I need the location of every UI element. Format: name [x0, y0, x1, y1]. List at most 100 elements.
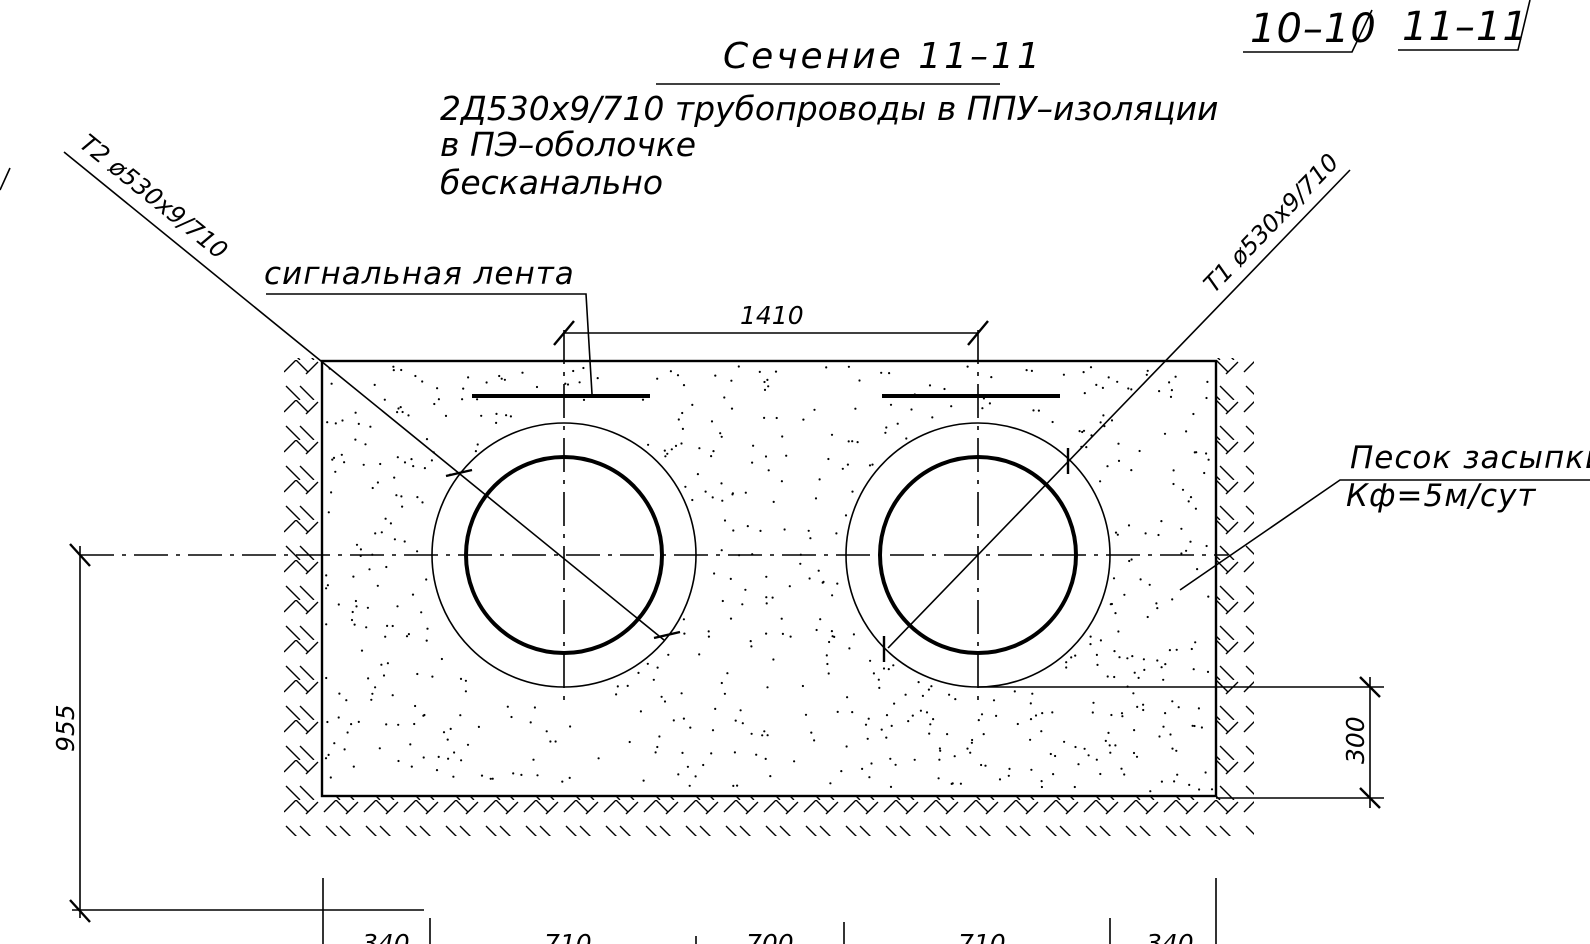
dim-depth-value: 955 [51, 704, 80, 752]
sand-dot [984, 764, 987, 767]
sand-dot [495, 412, 498, 415]
sand-dot [426, 627, 429, 630]
sand-dot [407, 633, 410, 636]
dimension-pipe-spacing: 1410 [553, 301, 989, 346]
sand-dot [714, 374, 717, 377]
sand-dot [1144, 532, 1147, 535]
sand-dot [1130, 558, 1133, 561]
sand-dot [677, 418, 680, 421]
sand-dot [1145, 373, 1148, 376]
sand-dot [491, 777, 494, 780]
sand-dot [626, 684, 629, 688]
sand-dot [851, 711, 854, 714]
sand-dot [763, 416, 766, 419]
sand-dot [1116, 380, 1119, 383]
sand-dot [1155, 602, 1158, 605]
sand-dot [885, 426, 888, 429]
sand-dot [1082, 429, 1086, 432]
sand-dot [1148, 583, 1151, 586]
sand-dot [825, 654, 828, 657]
sand-dot [1172, 482, 1175, 486]
sand-dot [400, 368, 403, 372]
sand-dot [503, 378, 506, 381]
dim-spacing-tick-right [967, 320, 989, 346]
sand-dot [1117, 442, 1120, 445]
sand-dot [721, 499, 724, 502]
sand-dot [425, 639, 428, 642]
sand-dot [1128, 559, 1131, 563]
sand-dot [1164, 712, 1167, 715]
sand-dot [1146, 369, 1149, 372]
sand-dot [896, 422, 899, 425]
sand-leader: Песок засыпки Кф=5м/сут [1179, 440, 1590, 591]
sand-dot [929, 723, 932, 726]
sand-dot [360, 649, 364, 652]
sand-dot [549, 740, 552, 743]
sand-dot [815, 628, 818, 632]
sand-dot [781, 435, 784, 438]
sand-dot [460, 759, 463, 762]
sand-dot [1070, 656, 1073, 659]
sand-label-line-1: Песок засыпки [1350, 440, 1590, 476]
pipe-right-label: Т1 ø530х9/710 [1198, 148, 1344, 298]
sand-dot [345, 699, 348, 702]
sand-dot [681, 751, 684, 755]
sand-dot [1112, 577, 1116, 580]
sand-dot [744, 491, 747, 494]
sand-dot [880, 728, 883, 731]
sand-dot [765, 632, 768, 635]
sand-dot [953, 755, 956, 758]
sand-dot [396, 456, 399, 459]
sand-dot [413, 722, 416, 726]
sand-dot [453, 751, 456, 754]
sand-dot [1170, 389, 1173, 392]
sand-dot [720, 482, 723, 485]
sand-dot [674, 444, 678, 447]
sand-dot [399, 406, 402, 409]
sand-dot [801, 684, 805, 688]
dimension-depth: 955 [51, 543, 424, 923]
sand-dots [324, 365, 1214, 793]
sand-dot [1142, 708, 1145, 712]
sand-dot [766, 734, 769, 737]
sand-dot [1016, 722, 1019, 726]
sand-dot [841, 467, 844, 470]
sand-dot [1198, 788, 1201, 791]
sand-dot [656, 666, 659, 669]
sand-dot [771, 596, 774, 599]
sand-dot [971, 738, 974, 742]
sand-dot [877, 678, 880, 681]
stray-leader [0, 167, 11, 191]
sand-dot [1087, 754, 1090, 757]
sand-dot [919, 709, 923, 712]
sand-dot [1176, 773, 1179, 776]
sand-dot [384, 517, 387, 520]
sand-dot [835, 532, 838, 535]
sand-dot [769, 775, 772, 778]
sand-dot [379, 462, 382, 466]
sand-dot [1185, 430, 1188, 433]
sand-dot [329, 776, 332, 779]
signal-tape-leader [266, 293, 593, 395]
sand-dot [814, 497, 818, 500]
sand-dot [869, 659, 872, 662]
sand-dot [1034, 714, 1038, 717]
sand-dot [392, 369, 395, 372]
sand-dot [807, 529, 810, 532]
sand-dot [642, 779, 645, 782]
bottom-dim-3: 700 [746, 929, 794, 944]
sand-dot [868, 464, 872, 467]
sand-dot [684, 485, 687, 488]
sand-dot [702, 763, 705, 767]
sand-dot [1162, 678, 1165, 681]
sand-dot [710, 420, 714, 423]
sand-dot [730, 379, 733, 382]
sand-dot [1099, 480, 1102, 483]
sand-dot [409, 743, 412, 746]
sand-dot [376, 584, 379, 587]
sand-dot [793, 760, 796, 763]
sand-dot [1030, 369, 1033, 372]
sand-dot [340, 453, 343, 456]
dimension-bottom-clearance: 300 [978, 676, 1384, 809]
sand-dot [1040, 730, 1043, 733]
